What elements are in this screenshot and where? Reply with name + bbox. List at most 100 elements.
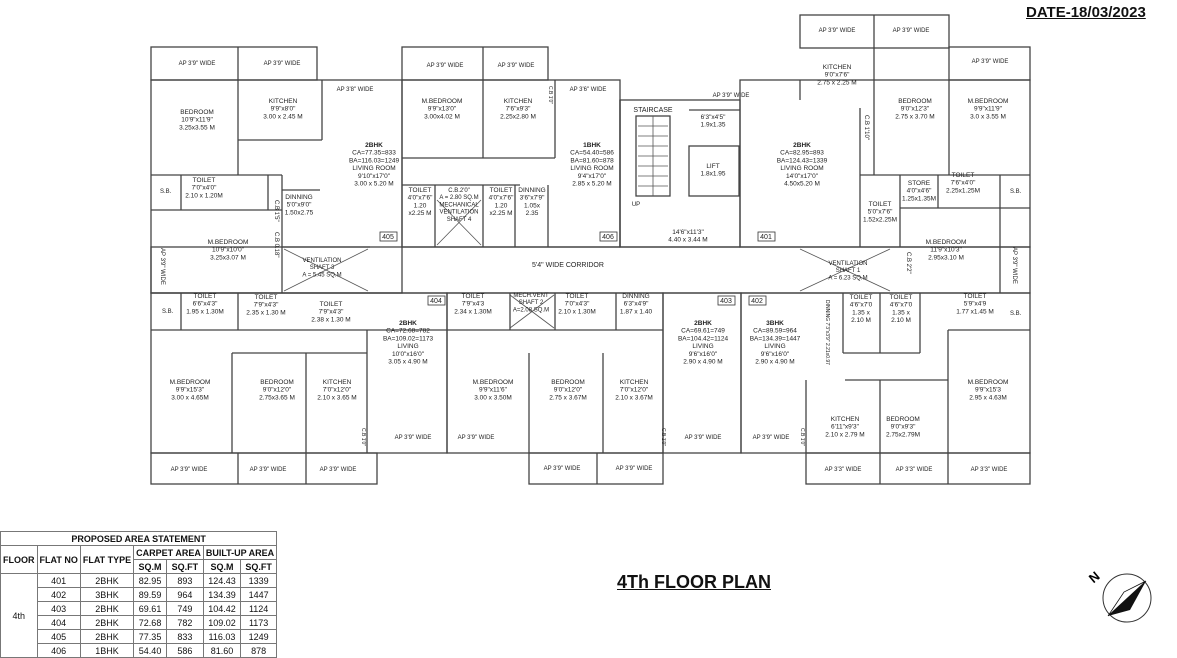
header-carpet-area: CARPET AREA xyxy=(133,545,204,560)
table-cell: 406 xyxy=(36,643,81,658)
wing-403b xyxy=(662,292,742,454)
cb-label: C.B 2'2" xyxy=(905,252,911,274)
room-label-r11: 14'6"x11'3"4.40 x 3.44 M xyxy=(668,229,707,244)
table-cell: 1339 xyxy=(240,573,278,588)
walls xyxy=(150,14,1031,485)
north-arrow-icon: N xyxy=(1086,568,1152,623)
header-flat-type: FLAT TYPE xyxy=(79,545,135,574)
unit-no-401: 401 xyxy=(760,234,772,241)
table-cell: 3BHK xyxy=(79,587,135,602)
subheader-sqft: SQ.FT xyxy=(165,559,204,574)
balcony-label: AP 3'9" WIDE xyxy=(458,435,495,441)
dinning-label: DINNING 7'3"x3'9" 2.21x0.97 xyxy=(824,300,830,365)
table-cell: 586 xyxy=(165,643,204,658)
plan-title: 4Th FLOOR PLAN xyxy=(617,572,771,592)
cb-label: C.B 1'0" xyxy=(360,428,366,446)
balcony-label: AP 3'3" WIDE xyxy=(896,467,933,473)
balcony-label: AP 3'9" WIDE xyxy=(171,467,208,473)
balcony-405 xyxy=(150,46,318,81)
balcony-label: AP 3'9" WIDE xyxy=(685,435,722,441)
area-statement-table: PROPOSED AREA STATEMENT FLOOR FLAT NO FL… xyxy=(0,531,278,658)
balcony-label: AP 3'9" WIDE xyxy=(819,28,856,34)
balcony-label: AP 3'9" WIDE xyxy=(893,28,930,34)
table-cell: 77.35 xyxy=(133,629,167,644)
floor-cell: 4th xyxy=(0,573,38,658)
sb-label: S.B. xyxy=(1010,189,1022,195)
table-cell: 1447 xyxy=(240,587,278,602)
unit-numbers: 405 406 401 404 403 402 xyxy=(379,231,776,306)
cb-label: C.B 0.18" xyxy=(273,232,279,257)
header-builtup-area: BUILT-UP AREA xyxy=(202,545,278,560)
balcony-label: AP 3'9" WIDE xyxy=(713,93,750,99)
balcony-label: AP 3'9" WIDE xyxy=(616,466,653,472)
unit-no-406: 406 xyxy=(602,234,614,241)
balcony-label: AP 3'9" WIDE xyxy=(179,61,216,67)
table-cell: 402 xyxy=(36,587,81,602)
unit-no-405: 405 xyxy=(382,234,394,241)
header-flat-no: FLAT NO xyxy=(36,545,81,574)
table-cell: 1BHK xyxy=(79,643,135,658)
balcony-label: AP 3'9" WIDE xyxy=(972,59,1009,65)
table-cell: 403 xyxy=(36,601,81,616)
balcony-label: AP 3'9" WIDE xyxy=(264,61,301,67)
up-label: UP xyxy=(632,202,640,208)
table-cell: 104.42 xyxy=(202,601,242,616)
balcony-label: AP 3'3" WIDE xyxy=(971,467,1008,473)
sb-label: S.B. xyxy=(160,189,172,195)
table-cell: 2BHK xyxy=(79,601,135,616)
balcony-label: AP 3'9" WIDE xyxy=(320,467,357,473)
balcony-402 xyxy=(805,452,1031,485)
balcony-label: AP 3'9" WIDE xyxy=(544,466,581,472)
table-cell: 401 xyxy=(36,573,81,588)
table-cell: 749 xyxy=(165,601,204,616)
wing-404 xyxy=(150,292,448,454)
table-cell: 878 xyxy=(240,643,278,658)
table-cell: 69.61 xyxy=(133,601,167,616)
unit-no-402: 402 xyxy=(751,298,763,305)
shaft-markers xyxy=(283,116,891,329)
table-cell: 89.59 xyxy=(133,587,167,602)
balcony-403 xyxy=(528,452,664,485)
sb-label: S.B. xyxy=(162,309,174,315)
table-cell: 54.40 xyxy=(133,643,167,658)
balcony-label: AP 3'3" WIDE xyxy=(825,467,862,473)
table-cell: 116.03 xyxy=(202,629,242,644)
balcony-label: AP 3'6" WIDE xyxy=(570,87,607,93)
subheader-sqft: SQ.FT xyxy=(240,559,278,574)
balcony-label: AP 3'9" WIDE xyxy=(159,248,165,285)
subheader-sqm: SQ.M xyxy=(133,559,167,574)
table-cell: 82.95 xyxy=(133,573,167,588)
